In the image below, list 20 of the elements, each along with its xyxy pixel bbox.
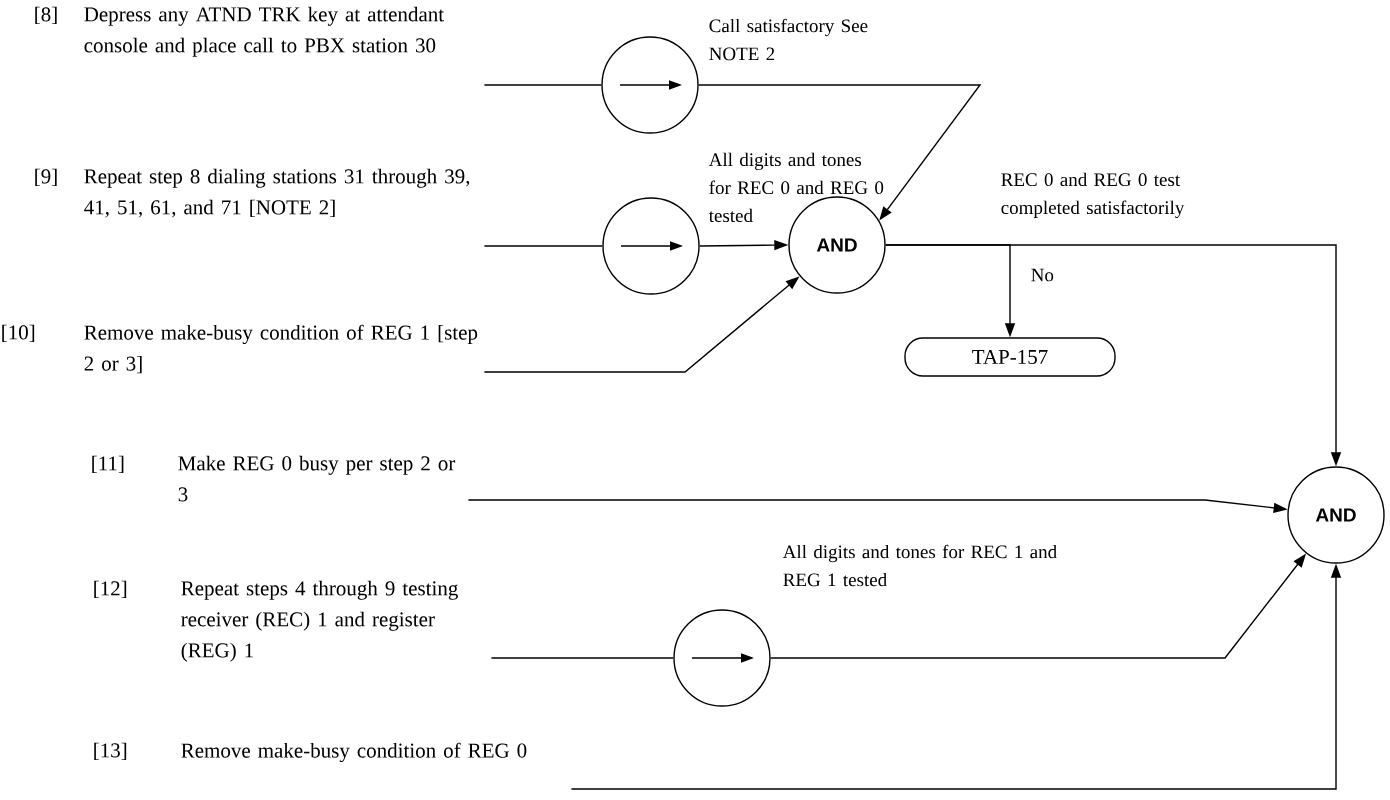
step-text: Make REG 0 busy per step 2 or 3	[178, 455, 456, 502]
step-number: [9]	[35, 168, 57, 187]
step-text: Repeat steps 4 through 9 testing receiver (REC) 1 and register (REG) 1	[181, 580, 458, 662]
flow-circle	[602, 197, 700, 295]
edge-label: Call satisfactory See NOTE 2	[709, 18, 868, 61]
step-number: [11]	[92, 455, 124, 474]
flow-circle	[601, 36, 699, 134]
step-number: [8]	[35, 6, 57, 25]
edge-label: REC 0 and REG 0 test completed satisfactorily	[1001, 172, 1185, 218]
edge-label: No	[1031, 268, 1054, 282]
step-number: [10]	[2, 324, 35, 343]
step-text: Repeat step 8 dialing stations 31 through 39, 41, 51, 61, and 71 [NOTE 2]	[84, 168, 470, 218]
edge-label: All digits and tones for REC 1 and REG 1 tested	[782, 544, 1057, 587]
step-text: Remove make-busy condition of REG 0	[181, 742, 527, 762]
step-number: [13]	[94, 742, 127, 761]
step-number: [12]	[94, 580, 127, 599]
terminal-box: TAP-157	[904, 337, 1116, 377]
flow-circle	[673, 609, 771, 707]
step-text: Depress any ATND TRK key at attendant console and place call to PBX station 30	[84, 6, 444, 57]
step-text: Remove make-busy condition of REG 1 [step 2 or 3]	[84, 324, 478, 374]
